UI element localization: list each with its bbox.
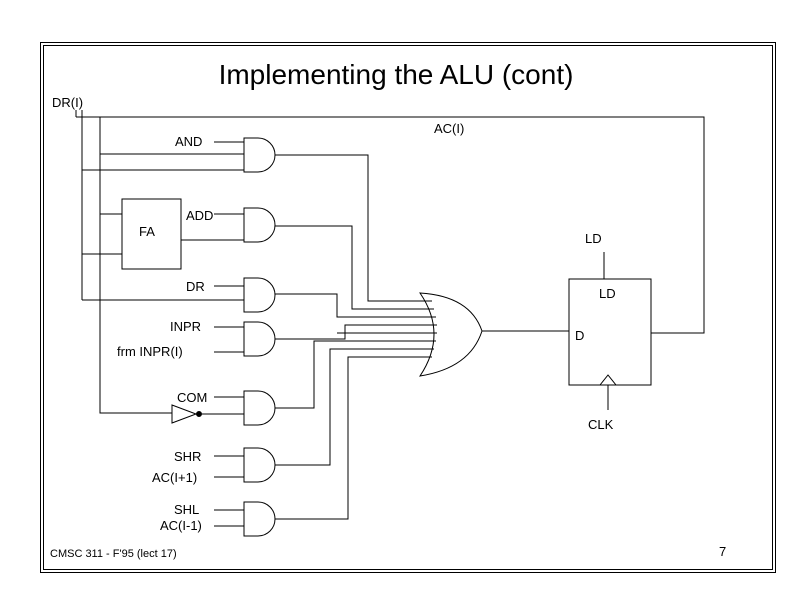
clk-triangle: [599, 374, 617, 386]
shr-out-wire: [275, 348, 434, 466]
inpr-gate: [243, 321, 276, 357]
shl-out-wire: [275, 356, 432, 520]
dr-out-wire: [275, 293, 436, 318]
ac-i-vertical-wire: [99, 117, 172, 414]
ld-ff-label: LD: [599, 286, 616, 301]
inpr-label: INPR: [170, 319, 201, 334]
slide-footer: CMSC 311 - F'95 (lect 17): [50, 548, 177, 560]
shl-label: SHL: [174, 502, 199, 517]
d-ff-label: D: [575, 328, 584, 343]
not-gate-bubble: [196, 411, 202, 417]
add-out-wire: [275, 225, 434, 310]
fa-label: FA: [139, 224, 155, 239]
com-label: COM: [177, 390, 207, 405]
shr-gate: [243, 447, 276, 483]
shl-gate: [243, 501, 276, 537]
clk-label: CLK: [588, 417, 614, 432]
com-out-wire: [275, 340, 436, 409]
add-label: ADD: [186, 208, 213, 223]
or-gate: [418, 292, 483, 377]
not-gate: [171, 404, 198, 424]
page-number: 7: [719, 544, 727, 559]
slide-title: Implementing the ALU (cont): [218, 59, 574, 90]
d-flip-flop: [568, 278, 652, 386]
ac-i-label: AC(I): [434, 121, 464, 136]
shr-label: SHR: [174, 449, 201, 464]
dr-i-bus-wire: [75, 110, 705, 334]
slide-border-outer: [40, 42, 776, 573]
inpr-out-wire: [275, 324, 437, 340]
dr-gate: [243, 277, 276, 313]
slide-border-inner: [43, 45, 773, 570]
fa-block: [121, 198, 182, 270]
ac-i-minus-1-label: AC(I-1): [160, 518, 202, 533]
ld-input-label: LD: [585, 231, 602, 246]
and-label: AND: [175, 134, 202, 149]
frm-inpr-label: frm INPR(I): [117, 344, 183, 359]
com-gate: [243, 390, 276, 426]
and-out-wire: [275, 154, 432, 302]
dr-i-label: DR(I): [52, 95, 83, 110]
add-gate: [243, 207, 276, 243]
ac-i-plus-1-label: AC(I+1): [152, 470, 197, 485]
dr-label: DR: [186, 279, 205, 294]
and-gate: [243, 137, 276, 173]
